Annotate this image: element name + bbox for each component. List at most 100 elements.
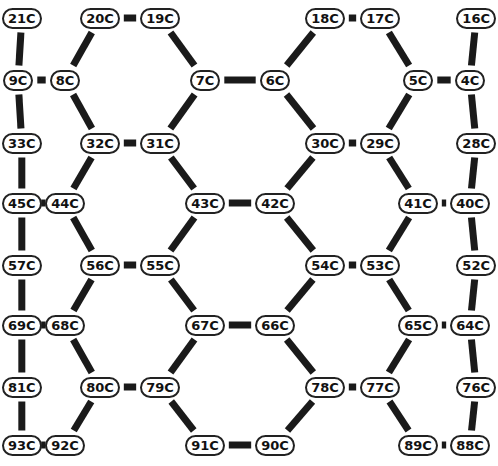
bond-line: [73, 280, 91, 311]
atom-label: 66C: [261, 318, 289, 333]
atom-node: 20C: [80, 8, 120, 29]
bond-line: [19, 33, 21, 66]
atom-label: 76C: [462, 380, 490, 395]
atom-node: 44C: [45, 193, 85, 214]
atom-label: 78C: [311, 380, 339, 395]
atom-label: 7C: [196, 73, 215, 88]
bond-line: [124, 140, 136, 147]
atom-node: 90C: [255, 435, 295, 456]
bond-line: [229, 442, 251, 449]
atom-label: 81C: [8, 380, 36, 395]
atom-node: 28C: [456, 133, 496, 154]
atom-node: 67C: [185, 315, 225, 336]
bond-line: [472, 402, 475, 431]
atom-node: 80C: [80, 377, 120, 398]
bond-line: [389, 95, 410, 129]
bond-line: [437, 77, 450, 84]
atom-node: 56C: [80, 255, 120, 276]
bond-line: [349, 15, 356, 22]
atom-node: 43C: [185, 193, 225, 214]
atom-label: 77C: [366, 380, 394, 395]
atom-label: 52C: [462, 258, 490, 273]
bond-line: [18, 158, 25, 189]
atom-node: 55C: [140, 255, 180, 276]
bond-line: [389, 280, 409, 311]
atom-label: 89C: [404, 438, 432, 453]
bond-line: [442, 442, 446, 449]
bond-line: [287, 33, 314, 66]
atom-label: 20C: [86, 11, 114, 26]
bond-line: [171, 218, 195, 251]
bond-line: [442, 200, 446, 207]
atom-label: 8C: [56, 73, 75, 88]
bond-line: [18, 402, 25, 431]
bond-line: [73, 218, 92, 251]
bond-line: [287, 218, 314, 251]
bond-line: [124, 384, 136, 391]
bond-line: [171, 340, 195, 373]
atom-label: 64C: [456, 318, 484, 333]
atom-label: 41C: [404, 196, 432, 211]
bond-line: [471, 280, 474, 311]
bond-line: [171, 158, 194, 189]
bond-line: [171, 280, 194, 311]
atom-label: 28C: [462, 136, 490, 151]
atom-node: 78C: [305, 377, 345, 398]
bond-line: [18, 218, 25, 251]
bond-line: [471, 218, 474, 251]
atom-node: 69C: [2, 315, 42, 336]
atom-node: 19C: [140, 8, 180, 29]
atom-node: 16C: [456, 8, 496, 29]
bond-line: [73, 95, 92, 129]
atom-label: 32C: [86, 136, 114, 151]
atom-label: 69C: [8, 318, 36, 333]
bond-line: [73, 33, 92, 66]
bond-line: [74, 402, 92, 431]
bond-line: [229, 200, 251, 207]
atom-node: 81C: [2, 377, 42, 398]
atom-node: 33C: [2, 133, 42, 154]
bond-line: [73, 340, 92, 373]
bond-line: [287, 402, 312, 431]
atom-label: 80C: [86, 380, 114, 395]
atom-node: 21C: [2, 8, 42, 29]
bond-line: [124, 15, 136, 22]
bond-line: [442, 322, 446, 329]
bond-line: [389, 340, 409, 373]
atom-label: 16C: [462, 11, 490, 26]
bond-line: [287, 158, 313, 189]
atom-node: 29C: [360, 133, 400, 154]
atom-label: 31C: [146, 136, 174, 151]
atom-node: 52C: [456, 255, 496, 276]
atom-node: 54C: [305, 255, 345, 276]
bond-line: [389, 33, 409, 66]
atom-node: 31C: [140, 133, 180, 154]
atom-label: 90C: [261, 438, 289, 453]
atom-label: 17C: [366, 11, 394, 26]
atom-label: 57C: [8, 258, 36, 273]
bond-line: [349, 384, 356, 391]
atom-node: 66C: [255, 315, 295, 336]
atom-node: 7C: [190, 70, 221, 91]
atom-node: 88C: [450, 435, 490, 456]
atom-node: 41C: [398, 193, 438, 214]
atom-label: 6C: [266, 73, 285, 88]
atom-label: 40C: [456, 196, 484, 211]
atom-label: 79C: [146, 380, 174, 395]
atom-label: 30C: [311, 136, 339, 151]
atom-node: 32C: [80, 133, 120, 154]
bond-line: [171, 402, 194, 431]
atom-label: 91C: [191, 438, 219, 453]
atom-label: 29C: [366, 136, 394, 151]
atom-label: 65C: [404, 318, 432, 333]
atom-node: 77C: [360, 377, 400, 398]
bond-line: [170, 95, 194, 129]
bond-line: [229, 322, 251, 329]
atom-label: 93C: [8, 438, 36, 453]
atom-label: 33C: [8, 136, 36, 151]
bond-line: [287, 280, 313, 311]
atom-label: 68C: [51, 318, 79, 333]
atom-label: 5C: [409, 73, 428, 88]
atom-label: 42C: [261, 196, 289, 211]
